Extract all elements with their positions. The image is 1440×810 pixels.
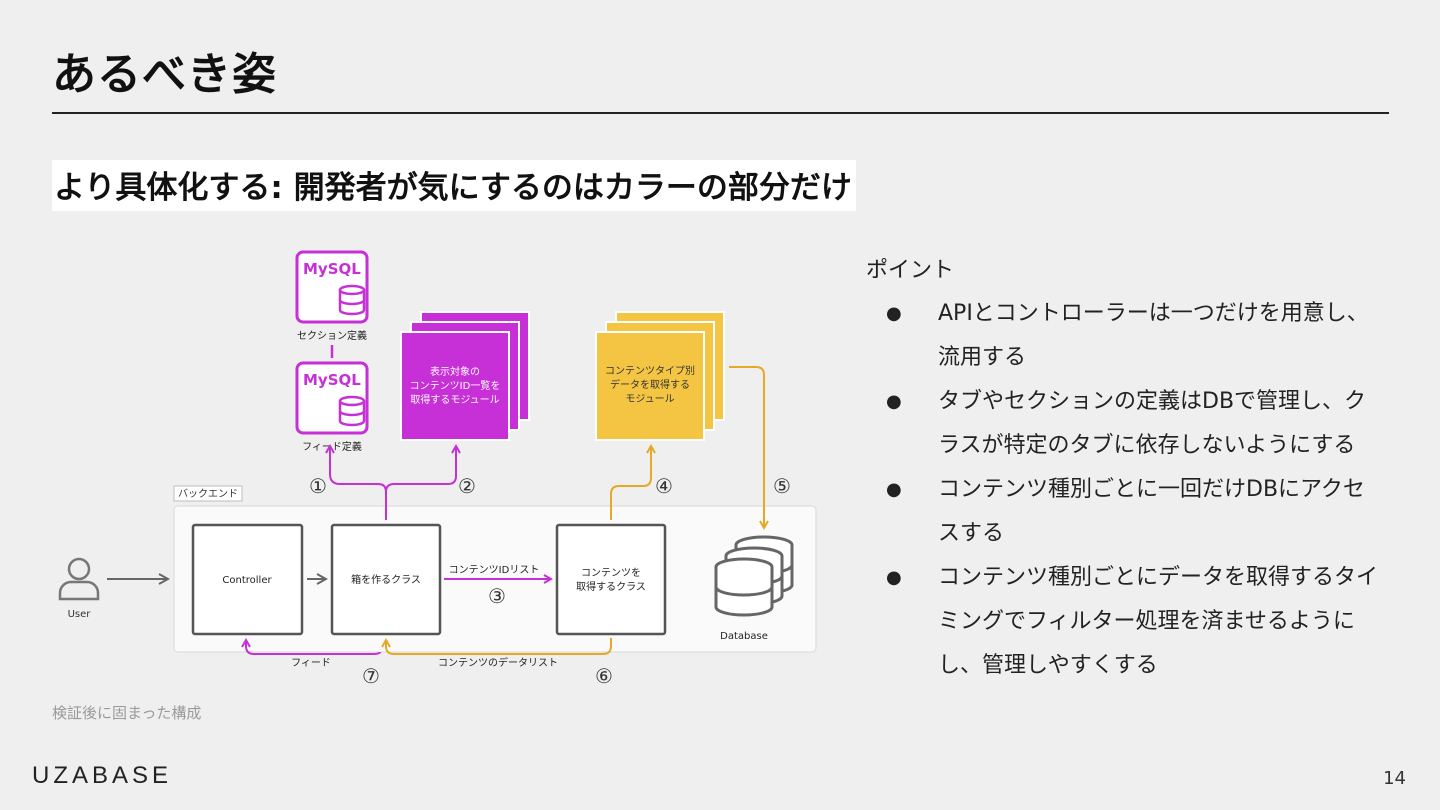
mysql-feed-db-icon: MySQL bbox=[295, 361, 369, 435]
points-heading: ポイント bbox=[866, 258, 955, 283]
feed-label: フィード bbox=[291, 658, 331, 669]
mysql-section-label: セクション定義 bbox=[297, 329, 367, 342]
diagram-caption: 検証後に固まった構成 bbox=[52, 704, 202, 722]
purple-module-line-2: コンテンツID一覧を bbox=[410, 380, 501, 392]
point-item: ● コンテンツ種別ごとにデータを取得するタイミングでフィルター処理を済ませるように… bbox=[886, 556, 1386, 688]
point-text: APIとコントローラーは一つだけを用意し、流用する bbox=[938, 301, 1369, 370]
point-item: ● タブやセクションの定義はDBで管理し、クラスが特定のタブに依存しないようにする bbox=[886, 380, 1386, 468]
point-text: タブやセクションの定義はDBで管理し、クラスが特定のタブに依存しないようにする bbox=[938, 389, 1367, 458]
yellow-module-stack: コンテンツタイプ別 データを取得する モジュール bbox=[595, 311, 725, 441]
database-icon bbox=[714, 535, 794, 617]
point-text: コンテンツ種別ごとにデータを取得するタイミングでフィルター処理を済ませるようにし… bbox=[938, 565, 1379, 678]
purple-module-line-1: 表示対象の bbox=[430, 365, 480, 378]
arrow-5-to-database bbox=[729, 366, 764, 528]
points-list: ● APIとコントローラーは一つだけを用意し、流用する ● タブやセクションの定義は… bbox=[886, 292, 1386, 688]
data-list-label: コンテンツのデータリスト bbox=[438, 656, 558, 669]
arrow-6-data-list bbox=[386, 638, 612, 655]
content-class-line-2: 取得するクラス bbox=[576, 581, 646, 593]
user-label: User bbox=[68, 609, 92, 620]
box-class-box bbox=[330, 523, 442, 636]
uzabase-logo: UZABASE bbox=[32, 762, 173, 789]
step-5-marker: ⑤ bbox=[773, 474, 791, 498]
step-1-marker: ① bbox=[309, 474, 327, 498]
slide-subtitle: より具体化する: 開発者が気にするのはカラーの部分だけ bbox=[52, 160, 856, 211]
arrow-4-to-yellow-module bbox=[610, 446, 651, 520]
point-item: ● APIとコントローラーは一つだけを用意し、流用する bbox=[886, 292, 1386, 380]
controller-label: Controller bbox=[222, 575, 272, 586]
point-item: ● コンテンツ種別ごとに一回だけDBにアクセスする bbox=[886, 468, 1386, 556]
page-number: 14 bbox=[1383, 768, 1406, 789]
purple-module-stack: 表示対象の コンテンツID一覧を 取得するモジュール bbox=[400, 311, 530, 441]
arrow-2-to-purple-module bbox=[385, 446, 456, 493]
user-icon bbox=[58, 557, 100, 601]
step-6-marker: ⑥ bbox=[595, 664, 613, 688]
id-list-label: コンテンツIDリスト bbox=[449, 565, 540, 576]
step-2-marker: ② bbox=[458, 474, 476, 498]
backend-label: バックエンド bbox=[178, 488, 238, 500]
mysql-feed-label: フィード定義 bbox=[302, 440, 362, 453]
bullet-icon: ● bbox=[886, 567, 902, 588]
arrow-7-feed bbox=[246, 640, 381, 655]
controller-box bbox=[191, 523, 304, 636]
title-divider bbox=[52, 112, 1389, 114]
bullet-icon: ● bbox=[886, 391, 902, 412]
mysql-section-db-icon: MySQL bbox=[295, 250, 369, 324]
slide-title: あるべき姿 bbox=[52, 49, 277, 100]
yellow-module-line-2: データを取得する bbox=[610, 378, 690, 391]
content-class-line-1: コンテンツを bbox=[581, 567, 641, 579]
yellow-module-line-1: コンテンツタイプ別 bbox=[605, 365, 695, 377]
database-label: Database bbox=[720, 631, 768, 642]
step-7-marker: ⑦ bbox=[362, 664, 380, 688]
point-text: コンテンツ種別ごとに一回だけDBにアクセスする bbox=[938, 477, 1365, 546]
mysql-label: MySQL bbox=[303, 260, 361, 278]
yellow-module-line-3: モジュール bbox=[625, 394, 674, 405]
backend-tag bbox=[173, 485, 243, 502]
box-class-label: 箱を作るクラス bbox=[351, 573, 421, 586]
content-class-box bbox=[555, 523, 667, 636]
bullet-icon: ● bbox=[886, 479, 902, 500]
bullet-icon: ● bbox=[886, 303, 902, 324]
step-4-marker: ④ bbox=[655, 474, 673, 498]
purple-module-line-3: 取得するモジュール bbox=[410, 394, 499, 406]
mysql-label: MySQL bbox=[303, 371, 361, 389]
step-3-marker: ③ bbox=[488, 584, 506, 608]
